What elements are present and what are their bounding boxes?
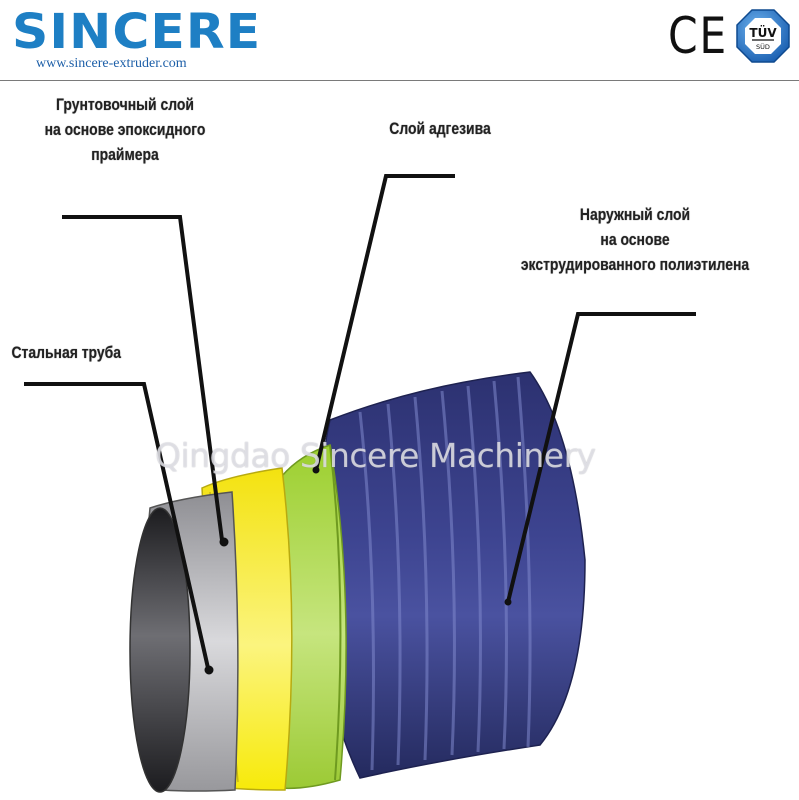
header: SINCERE www.sincere-extruder.com CE TÜV … bbox=[0, 0, 799, 80]
steel-pipe bbox=[129, 491, 239, 793]
tuv-sud-badge-icon: TÜV SÜD bbox=[736, 9, 790, 63]
outer-polyethylene-layer bbox=[317, 371, 586, 779]
label-primer-layer: Грунтовочный слой на основе эпоксидного … bbox=[23, 92, 228, 167]
label-line: Грунтовочный слой bbox=[56, 95, 194, 114]
label-steel-pipe: Стальная труба bbox=[0, 340, 139, 365]
label-line: праймера bbox=[91, 145, 159, 164]
label-line: Стальная труба bbox=[11, 343, 122, 362]
label-line: Наружный слой bbox=[579, 205, 691, 224]
label-line: на основе bbox=[600, 230, 670, 249]
label-adhesive-layer: Слой адгезива bbox=[370, 116, 509, 141]
website-url[interactable]: www.sincere-extruder.com bbox=[36, 56, 187, 71]
label-outer-layer: Наружный слой на основе экструдированног… bbox=[487, 202, 782, 277]
label-line: экструдированного полиэтилена bbox=[520, 255, 750, 274]
sud-text: SÜD bbox=[756, 42, 770, 51]
ce-mark-icon: CE bbox=[668, 7, 728, 65]
header-divider bbox=[0, 80, 799, 81]
leader-lines bbox=[24, 174, 696, 675]
watermark-text: Qingdao Sincere Machinery bbox=[155, 436, 596, 475]
brand-logo: SINCERE bbox=[12, 4, 262, 60]
tuv-text: TÜV bbox=[749, 25, 777, 40]
label-line: на основе эпоксидного bbox=[44, 120, 206, 139]
label-line: Слой адгезива bbox=[389, 119, 491, 138]
